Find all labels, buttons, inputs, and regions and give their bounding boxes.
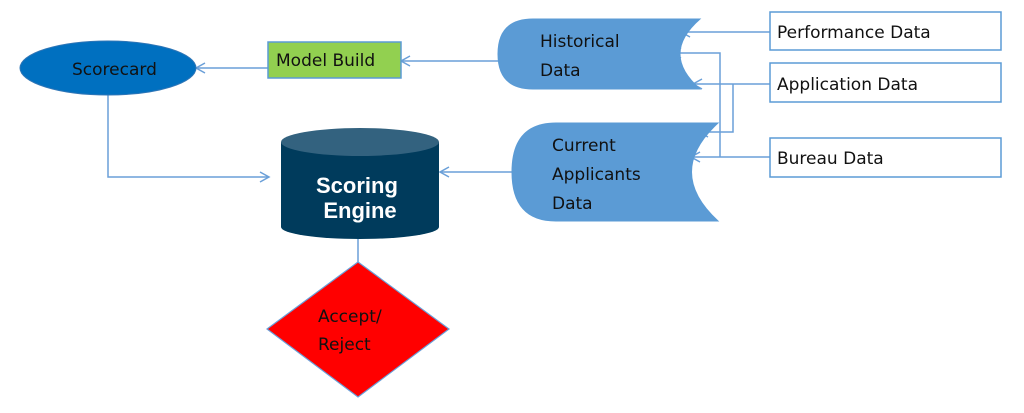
node-bureau-data[interactable]: Bureau Data [769, 137, 1002, 178]
model-build-label: Model Build [276, 51, 375, 71]
application-data-shape [769, 62, 1002, 103]
connectors [107, 26, 770, 262]
arrowhead-icon [438, 166, 450, 178]
model-build-shape [267, 41, 402, 79]
node-historical-data[interactable]: Historical Data [497, 18, 702, 90]
node-model-build[interactable]: Model Build [267, 41, 402, 79]
historical-data-label: Historical Data [540, 32, 625, 81]
scoring-engine-label: Scoring Engine [316, 173, 404, 223]
accept-reject-label: Accept/ Reject [318, 307, 387, 355]
scorecard-shape [19, 40, 197, 96]
arrowhead-icon [259, 171, 271, 183]
node-current-applicants-data[interactable]: Current Applicants Data [511, 122, 720, 222]
node-accept-reject[interactable]: Accept/ Reject [265, 261, 451, 398]
current-applicants-data-shape [511, 122, 720, 222]
edge-scorecard-to-scoring-engine [107, 94, 268, 178]
performance-data-shape [769, 11, 1002, 51]
scorecard-label: Scorecard [72, 60, 157, 80]
current-applicants-data-label: Current Applicants Data [552, 136, 646, 214]
bureau-data-label: Bureau Data [777, 149, 884, 169]
node-scorecard[interactable]: Scorecard [19, 40, 197, 96]
application-data-label: Application Data [777, 75, 918, 95]
scoring-engine-top [281, 128, 439, 156]
bureau-data-shape [769, 137, 1002, 178]
performance-data-label: Performance Data [777, 23, 931, 43]
edge-application-to-current [700, 84, 734, 133]
node-scoring-engine[interactable]: Scoring Engine [281, 128, 439, 239]
node-application-data[interactable]: Application Data [769, 62, 1002, 103]
historical-data-shape [497, 18, 702, 90]
node-performance-data[interactable]: Performance Data [769, 11, 1002, 51]
accept-reject-shape [265, 261, 451, 398]
scoring-engine-body [281, 142, 439, 239]
edge-bureau-to-historical [673, 52, 721, 157]
